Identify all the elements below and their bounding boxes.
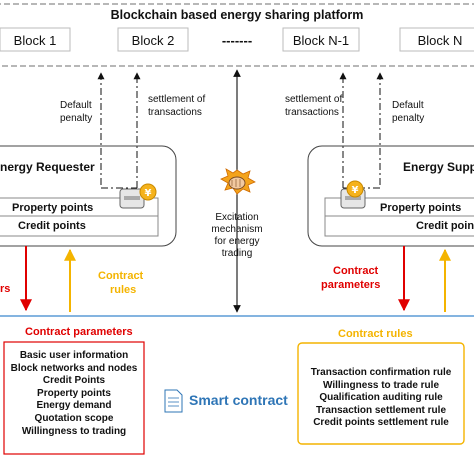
excitation-line-1: Excitation [215,212,259,223]
right-contract-parameters-1: Contract [333,265,379,277]
excitation-line-4: trading [221,248,253,259]
smart-contract-label: Smart contract [189,392,288,408]
right-settlement-label-1: settlement of [285,94,343,105]
left-contract-rules-1: Contract [98,270,144,282]
svg-text:¥: ¥ [145,188,152,199]
left-contract-rules-2: rules [110,284,137,296]
list-item: Credit points settlement rule [313,417,449,429]
list-item: Property points [37,387,111,399]
block-ellipsis: ------- [221,33,253,48]
contract-rules-title: Contract rules [338,328,413,340]
block-2-box [117,27,189,52]
left-default-label-1: Default [60,100,92,111]
right-default-label-1: Default [392,100,424,111]
list-item: Transaction settlement rule [315,404,447,416]
right-default-label-2: penalty [392,113,425,124]
left-settlement-label-1: settlement of [148,94,206,105]
yen-coin-icon-right: ¥ [346,180,364,198]
block-n-label: Block N [417,33,463,48]
list-item: Transaction confirmation rule [310,367,452,378]
requester-frame [0,145,177,247]
left-settlement-label-2: transactions [148,107,202,118]
list-item: Qualification auditing rule [319,392,443,404]
left-default-label-2: penalty [60,113,93,124]
supplier-title: Energy Supp [403,160,474,174]
right-settlement-label-2: transactions [285,107,339,118]
contract-parameters-list: Basic user information Block networks an… [4,350,144,438]
yen-coin-icon-left: ¥ [139,183,157,201]
supplier-property-points: Property points [380,202,462,214]
list-item: Credit Points [42,375,106,387]
platform-frame [0,3,474,67]
supplier-frame [307,145,474,247]
contract-parameters-title: Contract parameters [25,326,133,338]
list-item: Willingness to trade rule [322,379,440,391]
list-item: Block networks and nodes [10,362,138,374]
requester-title: nergy Requester [0,160,95,174]
fist-punch-icon [220,168,256,195]
requester-credit-points: Credit points [18,220,86,232]
contract-parameters-frame [3,341,145,455]
excitation-line-2: mechanism [211,224,263,235]
block-2-label: Block 2 [131,33,175,48]
block-1-label: Block 1 [13,33,57,48]
block-n-1-label: Block N-1 [292,33,350,48]
list-item: Willingness to trading [21,425,127,437]
left-contract-parameters-fragment: rs [0,283,11,295]
contract-rules-frame [297,342,465,445]
excitation-line-3: for energy [214,236,260,247]
contract-rules-list: Transaction confirmation rule Willingnes… [298,367,464,430]
list-item: Basic user information [19,350,129,361]
requester-property-points: Property points [12,202,94,214]
list-item: Quotation scope [34,412,114,424]
platform-title: Blockchain based energy sharing platform [110,8,364,22]
block-n-1-box [282,27,360,52]
supplier-credit-points: Credit points [416,220,474,232]
block-n-box [399,27,474,52]
svg-text:¥: ¥ [352,185,359,196]
right-contract-parameters-2: parameters [321,279,381,291]
list-item: Energy demand [36,400,112,412]
document-icon [164,389,183,413]
block-1-box [0,27,71,52]
